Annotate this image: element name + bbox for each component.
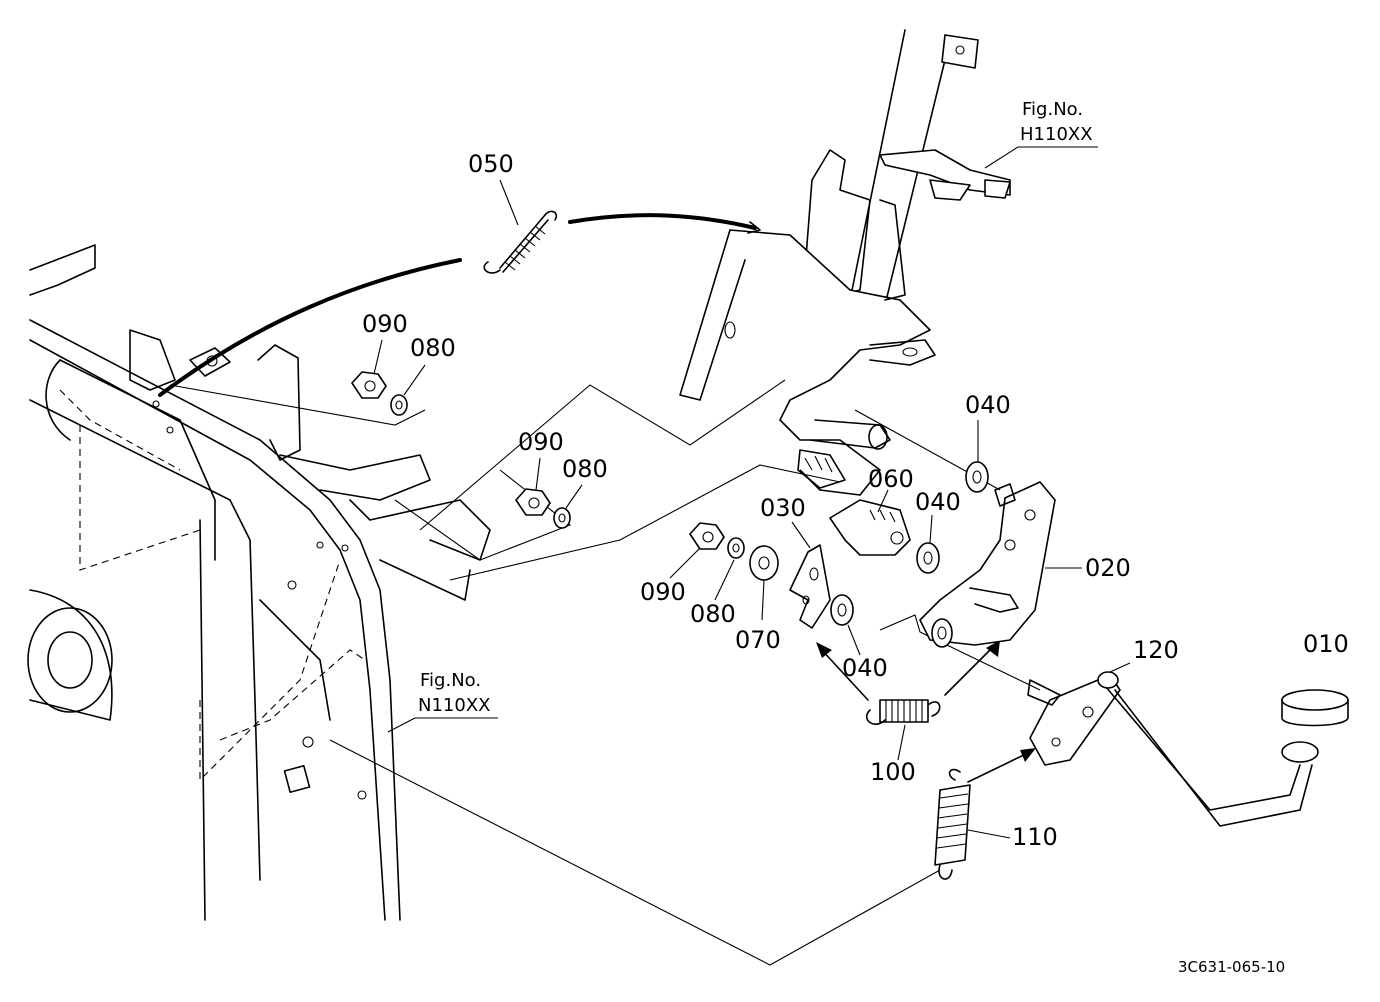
callout-050: 050	[468, 150, 514, 178]
ratchet-060	[829, 499, 911, 556]
spring-110	[934, 768, 971, 880]
figure-ref-n110xx-title: Fig.No.	[420, 670, 481, 691]
callout-060: 060	[868, 465, 914, 493]
pedal-bracket-assembly	[679, 29, 1011, 496]
callout-110: 110	[1012, 823, 1058, 851]
callout-010: 010	[1303, 630, 1349, 658]
spring-050	[483, 210, 558, 274]
drawing-code: 3C631-065-10	[1178, 958, 1285, 976]
pedal-pad-010	[1281, 689, 1349, 763]
callout-090-upper: 090	[362, 310, 408, 338]
figure-ref-n110xx: Fig.No. N110XX	[387, 670, 498, 733]
callout-040-upper: 040	[965, 391, 1011, 419]
figure-ref-h110xx-number: H110XX	[1020, 124, 1093, 145]
callout-090-lower: 090	[640, 578, 686, 606]
callout-labels: 050 090 080 090 080 040 060 040 030 020 …	[362, 150, 1349, 851]
callout-100: 100	[870, 758, 916, 786]
lock-washer-080-middle	[553, 507, 571, 529]
frame-assembly	[27, 244, 491, 921]
washer-040-upper	[965, 461, 989, 493]
washer-040-middle	[916, 542, 940, 574]
nut-090-upper	[351, 371, 387, 399]
callout-080-upper: 080	[410, 334, 456, 362]
callout-070: 070	[735, 626, 781, 654]
nut-090-lower	[689, 522, 725, 550]
lock-washer-080-upper	[390, 394, 408, 416]
washer-070	[749, 545, 779, 581]
figure-ref-h110xx-title: Fig.No.	[1022, 99, 1083, 120]
callout-120: 120	[1133, 636, 1179, 664]
callout-040-lower: 040	[842, 654, 888, 682]
nut-090-middle	[515, 488, 551, 516]
callout-030: 030	[760, 494, 806, 522]
spring-100	[865, 699, 941, 725]
pedal-arm-120	[1027, 671, 1313, 827]
callout-080-middle: 080	[562, 455, 608, 483]
figure-ref-h110xx: Fig.No. H110XX	[984, 99, 1098, 169]
callout-090-middle: 090	[518, 428, 564, 456]
callout-080-lower: 080	[690, 600, 736, 628]
link-030	[789, 544, 831, 629]
lock-washer-080-lower	[727, 537, 745, 559]
plate-020	[919, 481, 1056, 648]
callout-040-middle: 040	[915, 488, 961, 516]
callout-020: 020	[1085, 554, 1131, 582]
washer-040-lower	[830, 594, 854, 626]
figure-ref-n110xx-number: N110XX	[418, 695, 490, 716]
